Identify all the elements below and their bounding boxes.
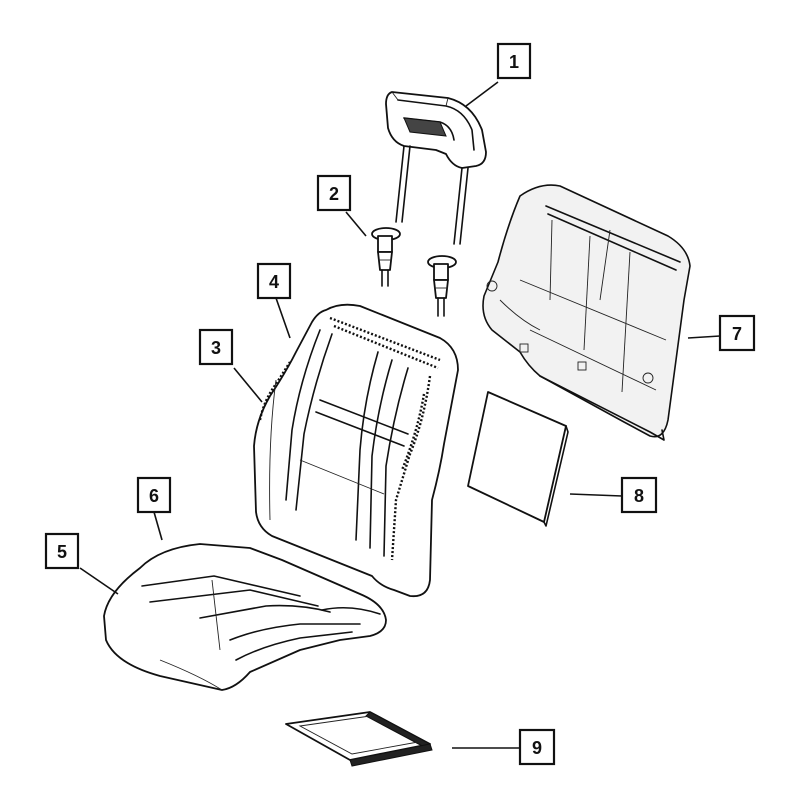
seat-cushion [103, 543, 387, 691]
callout-7-label: 7 [732, 324, 742, 344]
callout-2: 2 [316, 174, 352, 212]
callout-5-label: 5 [57, 542, 67, 562]
seat-cushion-pad [285, 711, 433, 767]
callout-4-label: 4 [269, 272, 279, 292]
seat-back [253, 303, 459, 598]
callout-6: 6 [136, 476, 172, 514]
headrest [385, 91, 487, 245]
headrest-guide-right [427, 255, 457, 317]
callout-2-label: 2 [329, 184, 339, 204]
leader-7 [687, 335, 721, 339]
callout-8-label: 8 [634, 486, 644, 506]
callout-9: 9 [518, 728, 556, 766]
seat-back-pad [467, 391, 569, 527]
callout-9-label: 9 [532, 738, 542, 758]
callout-3: 3 [198, 328, 234, 366]
headrest-guide-left [371, 227, 401, 287]
leader-5 [79, 567, 119, 595]
callout-8: 8 [620, 476, 658, 514]
leader-6 [153, 511, 163, 541]
callout-7: 7 [718, 314, 756, 352]
callout-4: 4 [256, 262, 292, 300]
callout-3-label: 3 [211, 338, 221, 358]
leader-1 [465, 81, 499, 107]
callout-1: 1 [496, 42, 532, 80]
callout-6-label: 6 [149, 486, 159, 506]
callout-1-label: 1 [509, 52, 519, 72]
leader-3 [233, 367, 263, 403]
callout-5: 5 [44, 532, 80, 570]
seat-back-frame [482, 184, 691, 441]
leader-4 [275, 297, 291, 339]
leader-2 [345, 211, 367, 237]
leader-8 [569, 493, 623, 497]
